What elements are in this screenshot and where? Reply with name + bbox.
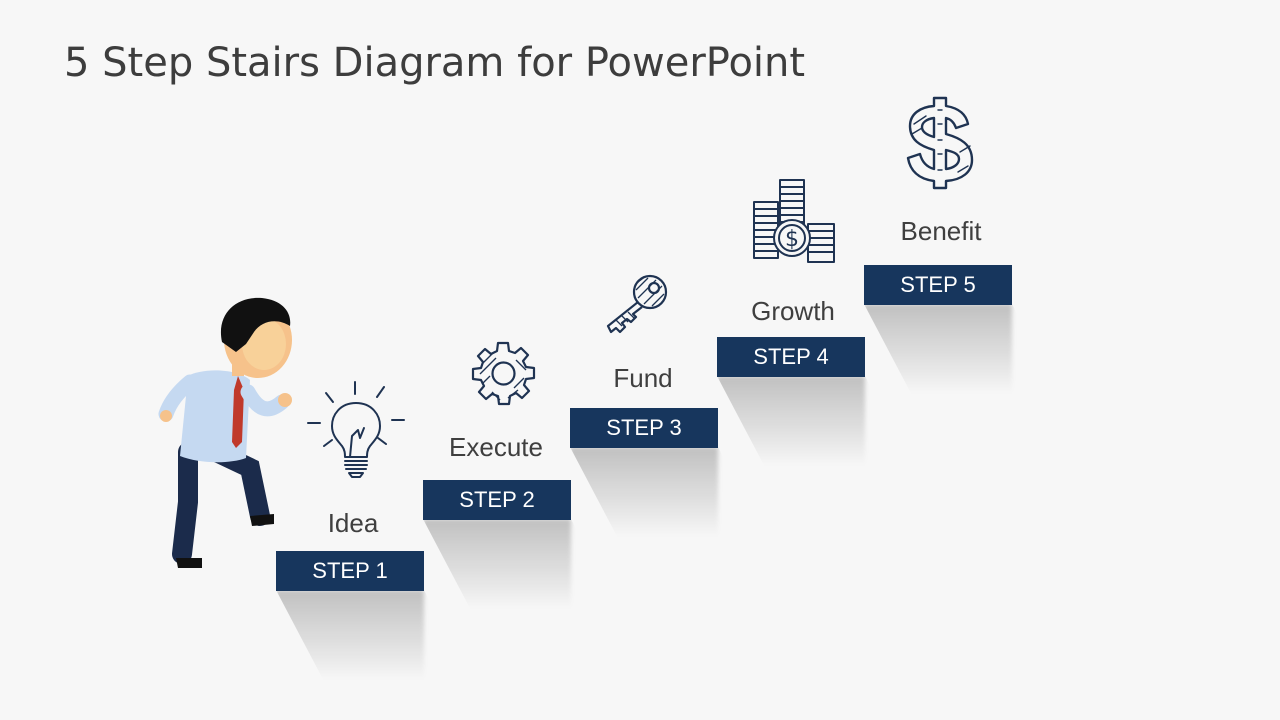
key-icon bbox=[606, 274, 668, 334]
step-5-shadow bbox=[864, 304, 1012, 394]
svg-text:$: $ bbox=[785, 227, 799, 252]
step-3-label: Fund bbox=[613, 363, 673, 393]
step-4-label: Growth bbox=[751, 296, 835, 326]
slide-title: 5 Step Stairs Diagram for PowerPoint bbox=[64, 40, 806, 86]
step-2-shadow bbox=[423, 519, 571, 609]
step-5-box: STEP 5 bbox=[864, 265, 1012, 305]
step-1-shadow bbox=[276, 590, 424, 680]
step-3-shadow bbox=[570, 447, 718, 537]
dollar-sign-icon bbox=[906, 96, 974, 190]
lightbulb-icon bbox=[307, 381, 405, 478]
businessman-illustration bbox=[158, 297, 292, 568]
step-4-box: STEP 4 bbox=[717, 337, 865, 377]
coin-stacks-icon: $ bbox=[753, 179, 835, 263]
step-5-label: Benefit bbox=[900, 216, 982, 246]
step-4-shadow bbox=[717, 376, 865, 466]
gear-icon bbox=[471, 341, 536, 406]
step-2-label: Execute bbox=[449, 432, 543, 462]
step-1-box: STEP 1 bbox=[276, 551, 424, 591]
step-3-box: STEP 3 bbox=[570, 408, 718, 448]
step-1-label: Idea bbox=[327, 508, 379, 538]
step-2-box: STEP 2 bbox=[423, 480, 571, 520]
